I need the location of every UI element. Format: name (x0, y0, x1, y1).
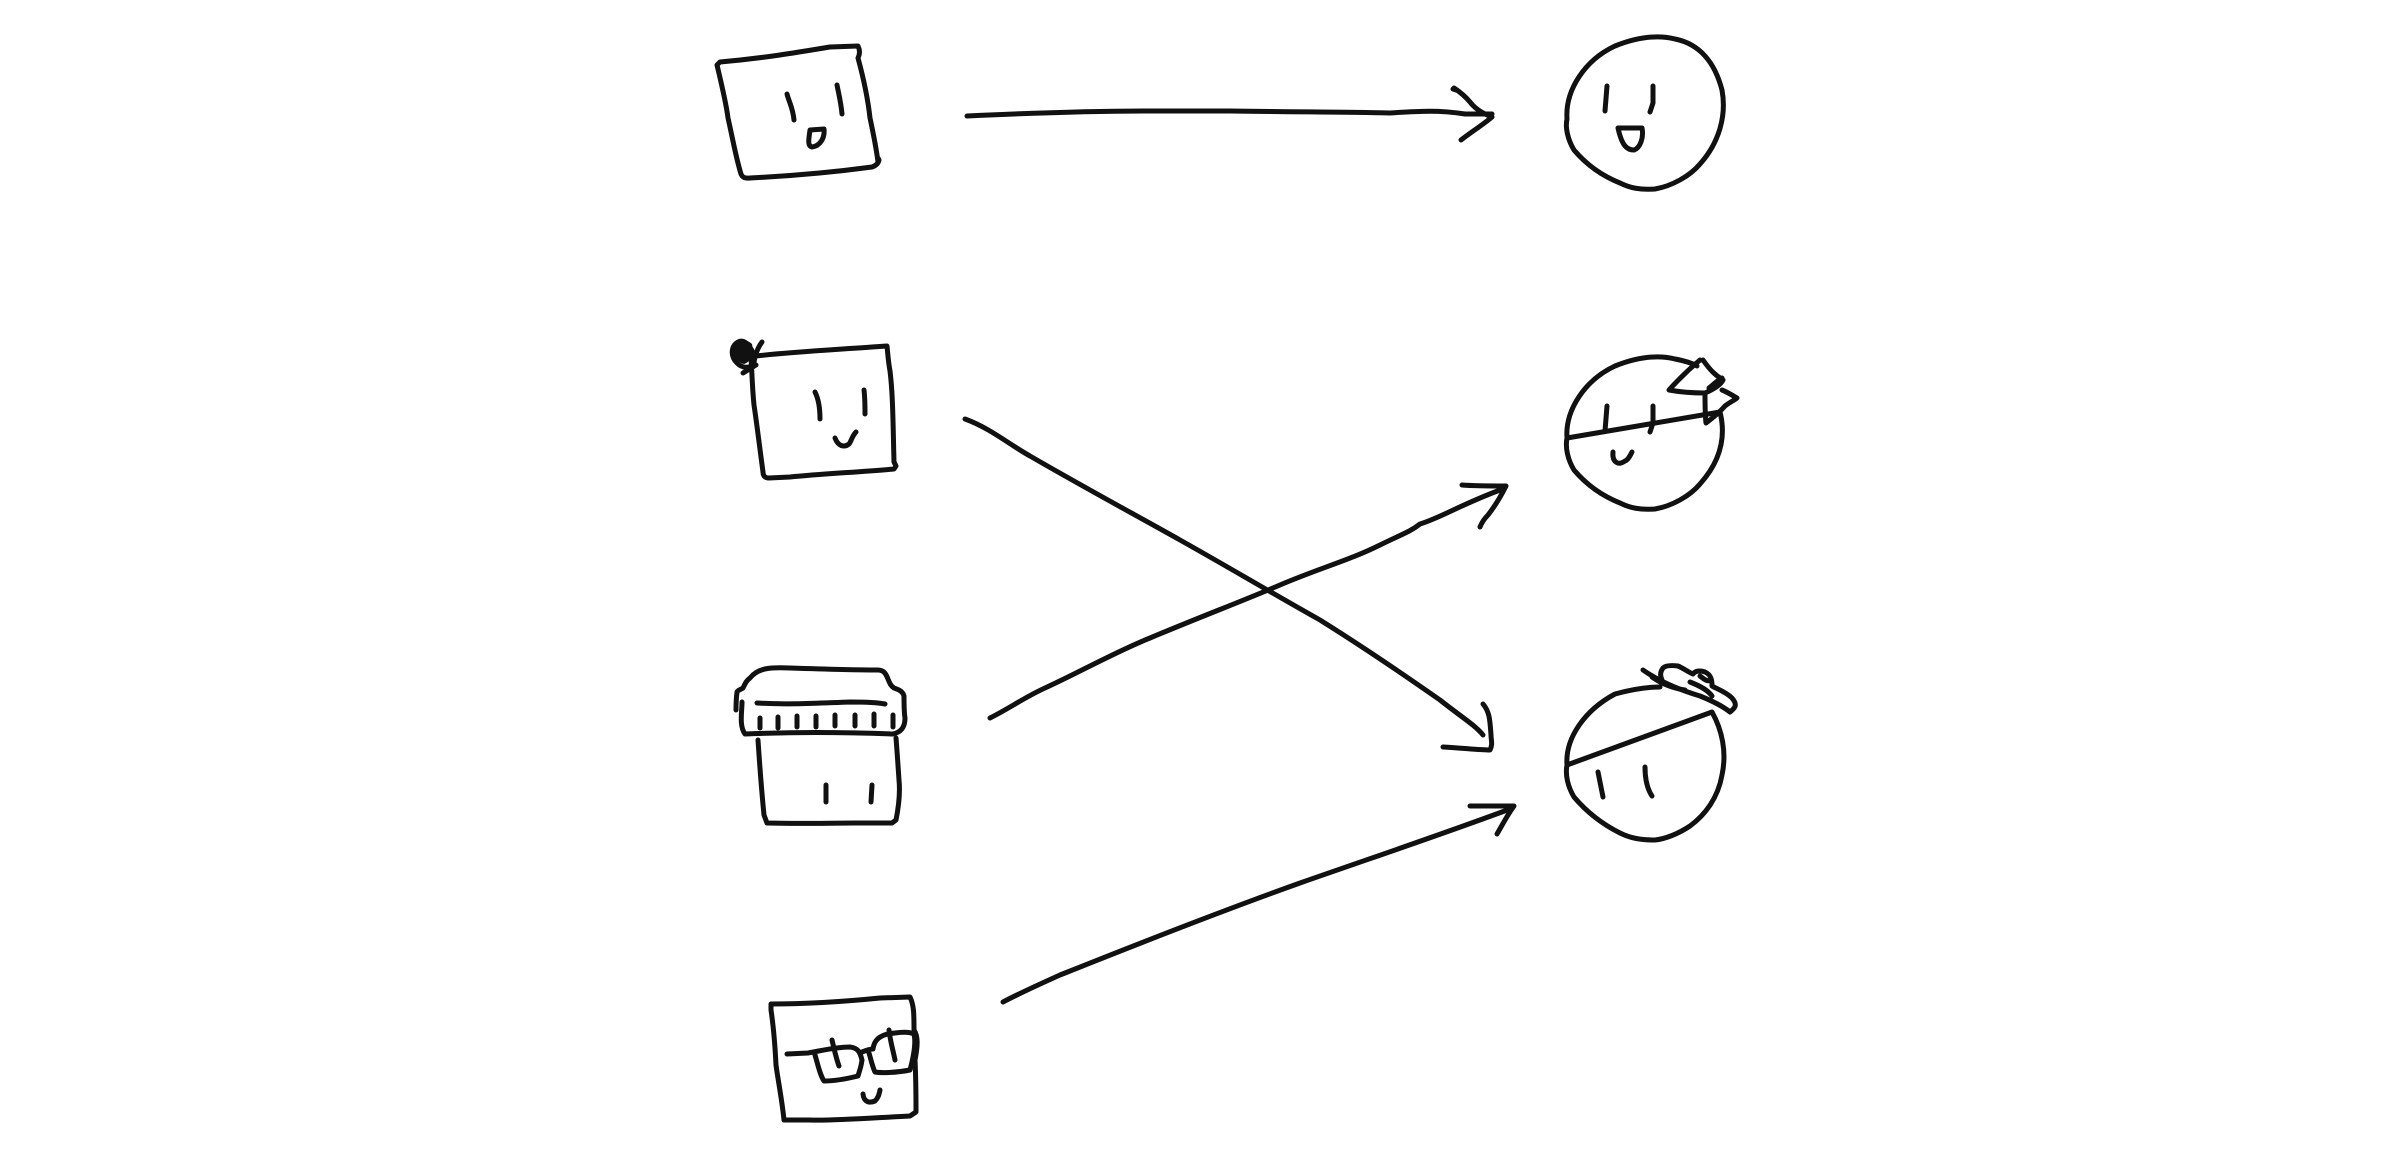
arrowhead (1459, 482, 1509, 530)
glasses-strokes (829, 1027, 898, 1069)
square-face-bow (729, 338, 899, 481)
eye-left (784, 91, 797, 123)
eye-left (812, 389, 823, 422)
hair-bow (1666, 357, 1740, 426)
circle-face-bow (1563, 354, 1740, 512)
mouth-smile (860, 1087, 883, 1105)
arrowhead (1450, 85, 1495, 143)
arrow-line (962, 416, 1486, 738)
arrow-plain-to-plain (964, 85, 1495, 143)
square-face-bangs (733, 665, 908, 826)
square-outline (755, 735, 902, 826)
eye-right (1647, 83, 1656, 115)
hair-bow-fill (733, 340, 753, 364)
fringe-strands (1649, 673, 1715, 699)
circle-face-plain (1563, 34, 1726, 192)
arrowhead (1440, 701, 1495, 753)
arrow-line (1000, 806, 1513, 1005)
arrow-glasses-to-bangs (1000, 803, 1517, 1005)
eye-right (834, 82, 845, 117)
mouth-smile (1610, 449, 1635, 466)
arrow-bow-to-bangs (962, 416, 1495, 753)
eye-right (1647, 403, 1656, 435)
fringe-band (754, 699, 888, 707)
glasses (784, 1029, 918, 1084)
circle-outline (1563, 684, 1727, 843)
eye-left (1595, 769, 1606, 800)
square-face-glasses (768, 994, 920, 1123)
mouth-open (1615, 125, 1645, 153)
square-outline (714, 43, 882, 181)
square-face-plain (714, 43, 882, 181)
fringe-strands (757, 711, 896, 731)
circle-face-bangs (1563, 663, 1738, 843)
eye-left (1602, 83, 1610, 114)
mouth-smile (832, 429, 859, 449)
arrow-line (987, 487, 1503, 721)
arrow-bangs-to-bow (987, 482, 1509, 721)
eye-left (1602, 403, 1610, 434)
circle-outline (1563, 354, 1725, 512)
square-outline (748, 343, 899, 481)
hair-fringe (733, 665, 908, 737)
arrowhead (1467, 803, 1517, 837)
eye-right (861, 387, 868, 417)
eye-right (868, 782, 875, 805)
square-outline (768, 994, 920, 1123)
eye-right (1642, 764, 1655, 799)
circle-outline (1563, 34, 1726, 192)
arrow-line (964, 108, 1495, 119)
mouth-open (806, 126, 827, 150)
